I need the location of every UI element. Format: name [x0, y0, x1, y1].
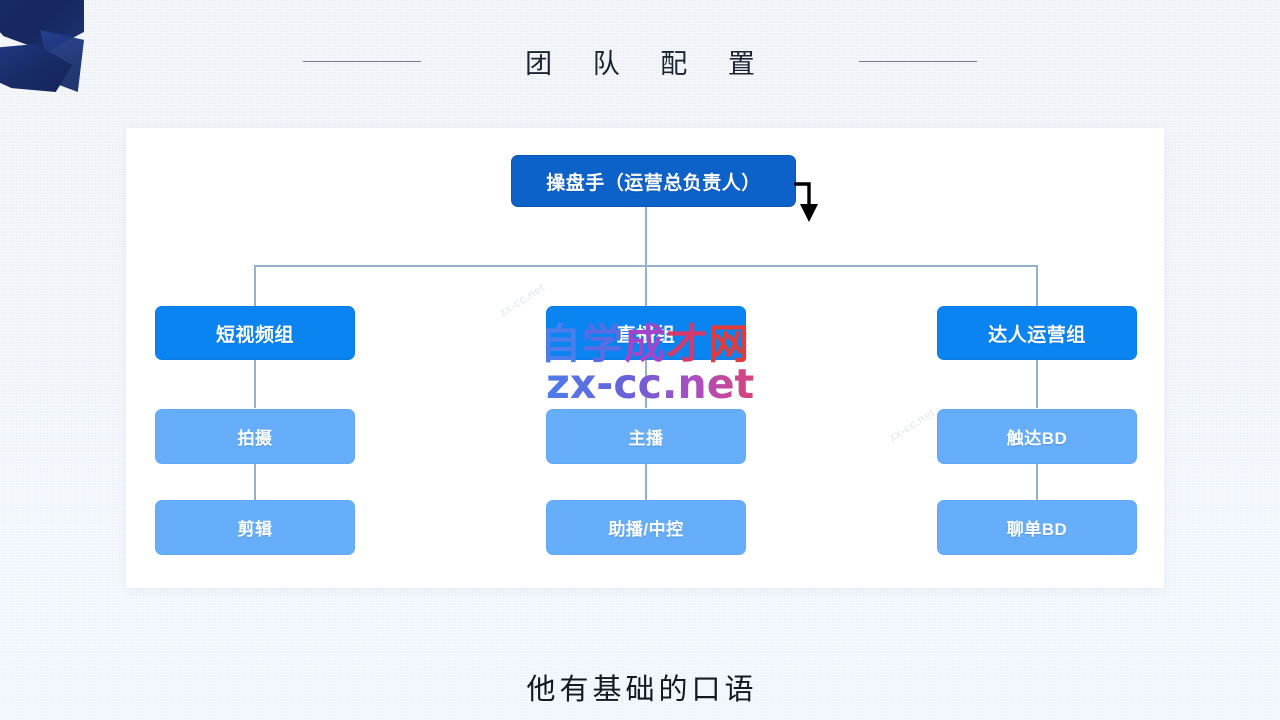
connector-branch-1-child-1 [254, 360, 256, 408]
org-node-group-3[interactable]: 达人运营组 [937, 306, 1137, 360]
connector-drop-branch-2 [645, 265, 647, 306]
connector-root-stem [645, 207, 647, 266]
title-rule-left [303, 61, 422, 62]
page-title: 团 队 配 置 [525, 49, 771, 80]
org-node-group-3-child-1[interactable]: 触达BD [937, 409, 1137, 464]
connector-branch-1-child-2 [254, 464, 256, 500]
connector-drop-branch-1 [254, 265, 256, 306]
ghost-watermark-1: zx-cc.net [496, 280, 548, 320]
slide-header: 团 队 配 置 [0, 42, 1280, 81]
connector-branch-2-child-1 [645, 360, 647, 408]
connector-branch-3-child-1 [1036, 360, 1038, 408]
title-rule-right [858, 61, 977, 62]
org-node-group-2-child-2[interactable]: 助播/中控 [546, 500, 746, 555]
org-node-group-2-child-1[interactable]: 主播 [546, 409, 746, 464]
org-node-group-1-child-1[interactable]: 拍摄 [155, 409, 355, 464]
org-node-group-2[interactable]: 直播组 [546, 306, 746, 360]
slide-subtitle: 他有基础的口语 [526, 672, 758, 706]
org-node-group-1-child-2[interactable]: 剪辑 [155, 500, 355, 555]
org-node-group-3-child-2[interactable]: 聊单BD [937, 500, 1137, 555]
connector-drop-branch-3 [1036, 265, 1038, 306]
ghost-watermark-4: zx-cc.net [886, 405, 938, 445]
connector-branch-3-child-2 [1036, 464, 1038, 500]
org-node-root[interactable]: 操盘手（运营总负责人） [511, 155, 796, 207]
org-node-group-1[interactable]: 短视频组 [155, 306, 355, 360]
connector-branch-2-child-2 [645, 464, 647, 500]
org-chart: zx-cc.net zx-cc.net zx-cc.net zx-cc.net … [126, 128, 1164, 588]
